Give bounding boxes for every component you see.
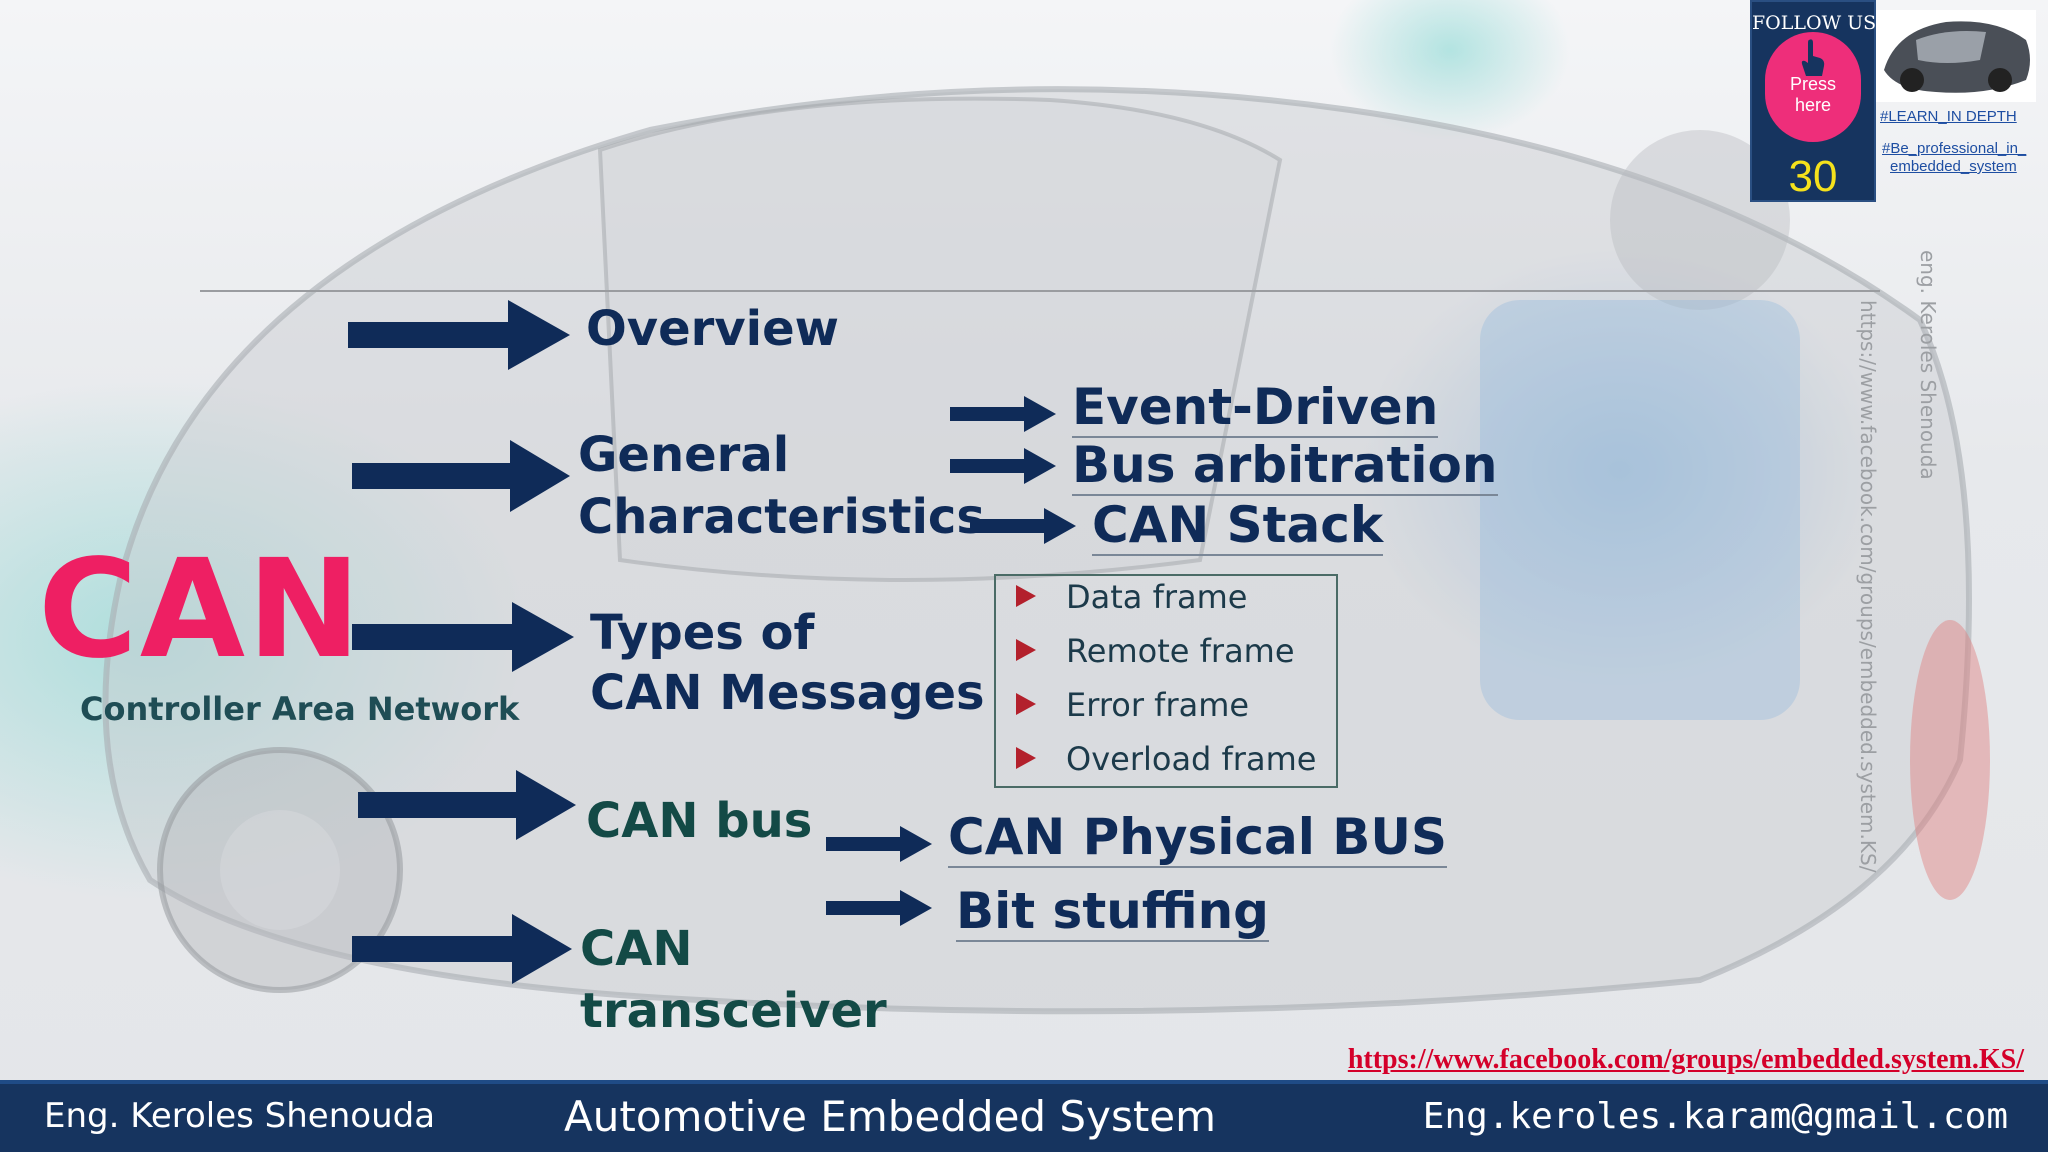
triangle-bullet-icon [1016, 747, 1036, 769]
topic-general-line2: Characteristics [578, 489, 985, 545]
message-types-box: Data frame Remote frame Error frame Over… [994, 574, 1338, 788]
arrow-bit-stuffing [826, 890, 932, 926]
triangle-bullet-icon [1016, 693, 1036, 715]
arrow-physical-bus [826, 826, 932, 862]
message-type-item: Data frame [1016, 578, 1247, 616]
pointing-hand-icon [1801, 39, 1825, 76]
follow-us-badge[interactable]: FOLLOW US Press here 30 [1750, 0, 1876, 202]
footer-course-title: Automotive Embedded System [564, 1092, 1217, 1141]
arrow-can-messages [352, 602, 574, 672]
arrow-event-driven [950, 396, 1056, 432]
footer-email[interactable]: Eng.keroles.karam@gmail.com [1422, 1096, 2008, 1137]
arrow-general-characteristics [352, 440, 570, 512]
arrow-bus-arbitration [950, 448, 1056, 484]
topic-transceiver-line2: transceiver [580, 983, 887, 1039]
characteristic-bus-arbitration: Bus arbitration [1072, 436, 1498, 496]
footer-bar: Eng. Keroles Shenouda Automotive Embedde… [0, 1080, 2048, 1152]
topic-general-line1: General [578, 427, 790, 483]
vertical-url-watermark: https://www.facebook.com/groups/embedded… [1856, 300, 1880, 873]
topic-transceiver-line1: CAN [580, 921, 693, 977]
bus-topic-physical-bus: CAN Physical BUS [948, 808, 1448, 868]
press-here-label: Press here [1789, 74, 1836, 115]
bus-topic-bit-stuffing: Bit stuffing [956, 882, 1269, 942]
arrow-can-stack [970, 508, 1076, 544]
message-type-item: Overload frame [1016, 740, 1316, 778]
topic-can-bus: CAN bus [586, 793, 813, 849]
main-title: CAN [38, 531, 363, 689]
follow-count: 30 [1788, 152, 1838, 201]
vertical-credit-watermark: eng. Keroles Shenouda [1916, 250, 1940, 480]
message-type-item: Remote frame [1016, 632, 1295, 670]
arrow-can-bus [358, 770, 576, 840]
top-divider-line [200, 290, 1880, 292]
characteristic-event-driven: Event-Driven [1072, 378, 1439, 438]
tag-be-professional-line2[interactable]: embedded_system [1890, 158, 2017, 175]
tag-learn-in-depth[interactable]: #LEARN_IN DEPTH [1880, 108, 2017, 125]
triangle-bullet-icon [1016, 585, 1036, 607]
topic-messages-line1: Types of [590, 605, 815, 661]
triangle-bullet-icon [1016, 639, 1036, 661]
characteristic-can-stack: CAN Stack [1092, 496, 1384, 556]
arrow-overview [348, 300, 570, 370]
footer-author: Eng. Keroles Shenouda [44, 1096, 436, 1136]
arrow-can-transceiver [352, 914, 572, 984]
main-subtitle: Controller Area Network [80, 690, 520, 728]
topic-messages-line2: CAN Messages [590, 665, 985, 721]
follow-us-label: FOLLOW US [1752, 12, 1877, 34]
car-thumbnail-icon [1876, 10, 2036, 102]
tag-be-professional-line1[interactable]: #Be_professional_in_ [1882, 140, 2027, 157]
topic-overview: Overview [586, 301, 839, 357]
facebook-group-link[interactable]: https://www.facebook.com/groups/embedded… [1347, 1044, 2024, 1075]
message-type-item: Error frame [1016, 686, 1249, 724]
